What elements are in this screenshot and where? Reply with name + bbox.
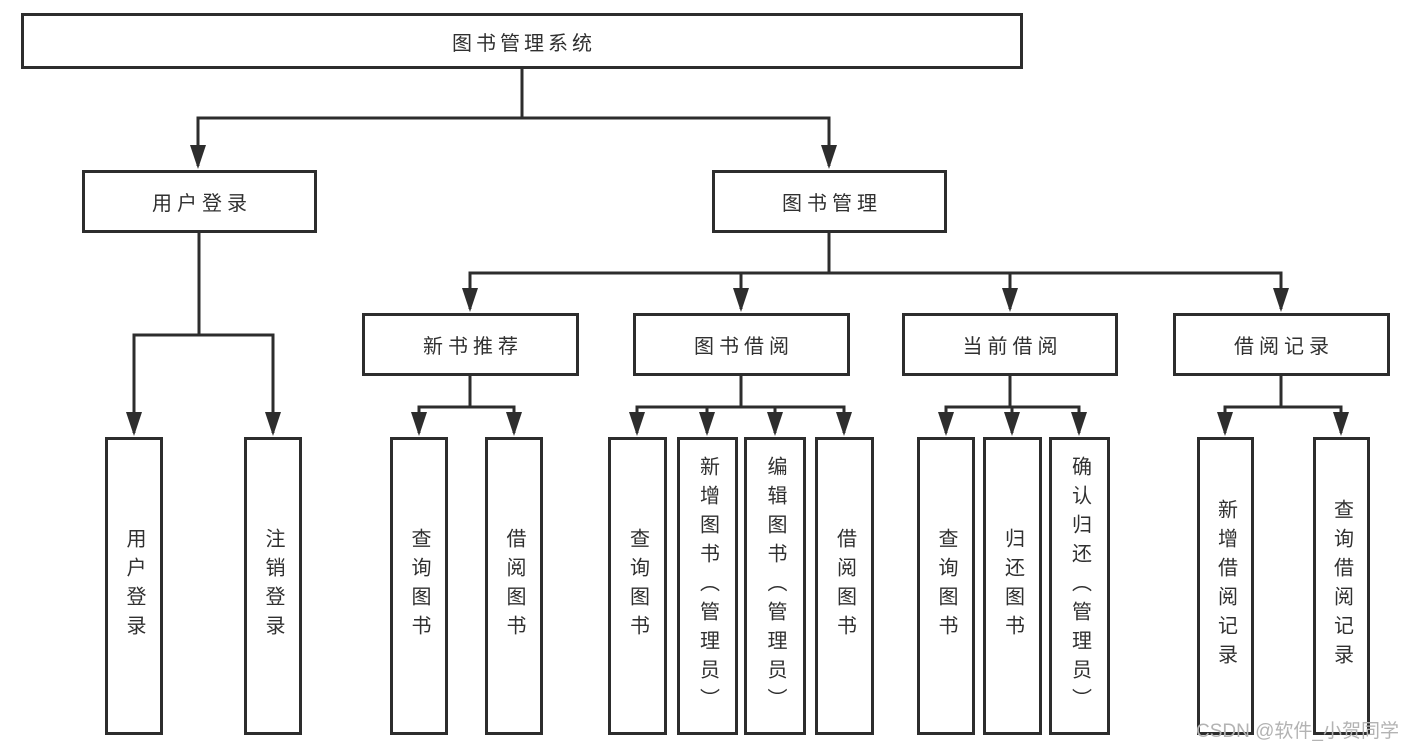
node-current-borrowing: 当前借阅	[902, 313, 1118, 376]
leaf-query-books-current: 查询图书	[917, 437, 975, 735]
leaf-borrow-books-recommend: 借阅图书	[485, 437, 543, 735]
leaf-add-book-admin: 新增图书（管理员）	[677, 437, 738, 735]
leaf-borrow-books-borrowing: 借阅图书	[815, 437, 874, 735]
node-book-management: 图书管理	[712, 170, 947, 233]
node-book-borrowing: 图书借阅	[633, 313, 850, 376]
node-borrowing-records: 借阅记录	[1173, 313, 1390, 376]
csdn-watermark: CSDN @软件_小贺同学	[1196, 721, 1399, 742]
leaf-return-books: 归还图书	[983, 437, 1042, 735]
node-new-book-recommend: 新书推荐	[362, 313, 579, 376]
leaf-query-books-recommend: 查询图书	[390, 437, 448, 735]
leaf-add-borrow-record: 新增借阅记录	[1197, 437, 1254, 735]
leaf-query-borrow-record: 查询借阅记录	[1313, 437, 1370, 735]
leaf-edit-book-admin: 编辑图书（管理员）	[744, 437, 806, 735]
node-user-login: 用户登录	[82, 170, 317, 233]
leaf-query-books-borrowing: 查询图书	[608, 437, 667, 735]
connector-group	[126, 69, 1349, 436]
node-library-management-system: 图书管理系统	[21, 13, 1023, 69]
leaf-user-login: 用户登录	[105, 437, 163, 735]
leaf-logout: 注销登录	[244, 437, 302, 735]
leaf-confirm-return-admin: 确认归还（管理员）	[1049, 437, 1110, 735]
